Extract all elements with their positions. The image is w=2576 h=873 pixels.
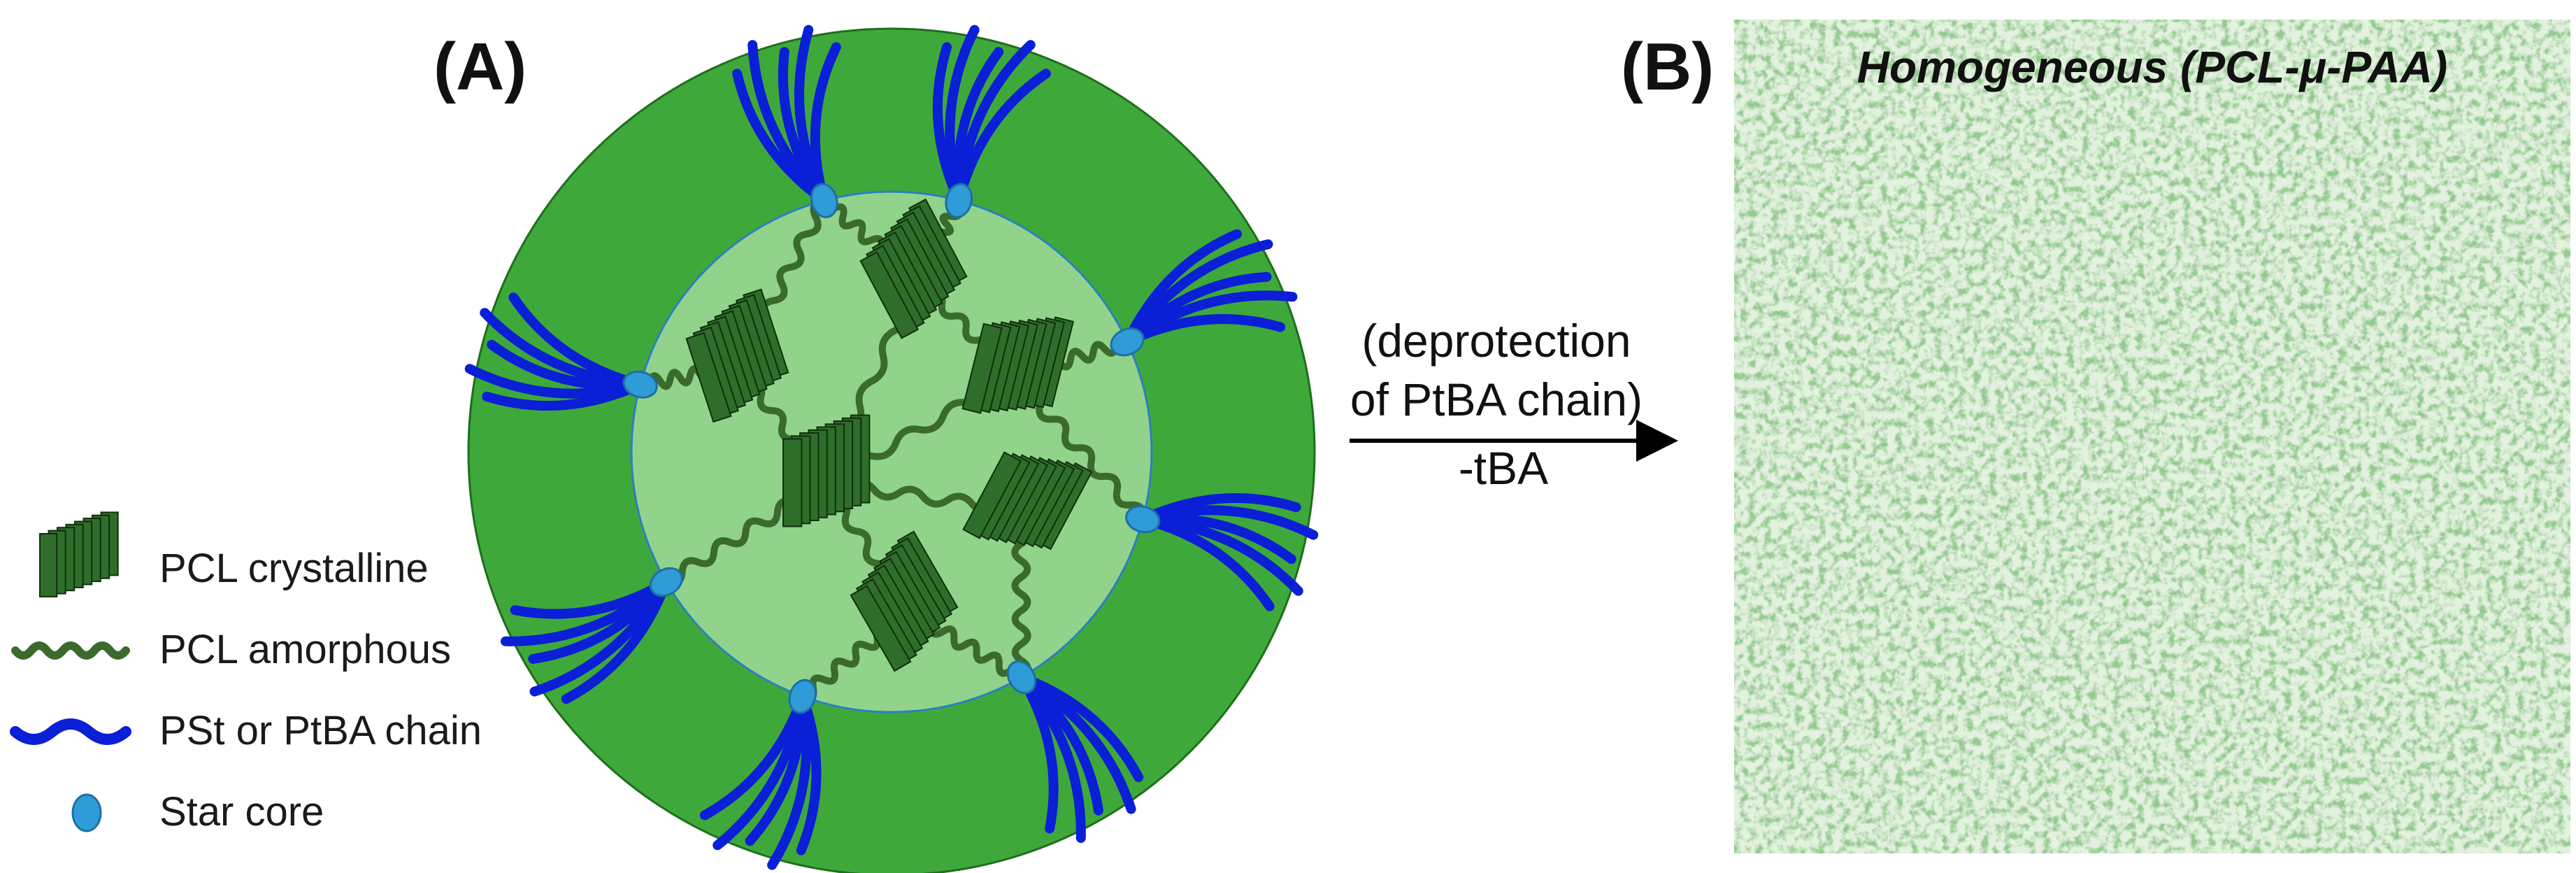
process-step: (deprotection of PtBA chain) -tBA (1350, 315, 1678, 494)
homogeneous-texture (1734, 20, 2570, 853)
wavy-chain-icon (11, 641, 130, 660)
crystal-lamella (961, 316, 1075, 414)
legend-item-amorphous: PCL amorphous (11, 627, 451, 672)
crystal-lamella-icon (39, 511, 119, 597)
crystal-lamella (859, 198, 968, 339)
arm-chain (1122, 314, 1286, 347)
micelle (464, 24, 1319, 873)
star-core (622, 370, 658, 399)
arm-chain (1017, 672, 1059, 834)
star-core (945, 183, 973, 218)
arm-chain (699, 691, 808, 821)
star-core (1006, 660, 1037, 695)
legend-label-core: Star core (159, 789, 324, 835)
wavy-chain-icon (10, 718, 131, 745)
crystal-lamella (39, 511, 119, 597)
legend-label-amorphous: PCL amorphous (159, 627, 451, 672)
arm-chain (508, 292, 645, 390)
crystal-lamella (685, 288, 789, 423)
ellipse-core-icon (71, 793, 102, 832)
panel-a-label: (A) (434, 29, 527, 104)
star-core (1110, 327, 1145, 357)
step-text-line3: -tBA (1459, 442, 1548, 494)
step-text-line1: (deprotection (1361, 315, 1631, 367)
crystal-lamella (962, 451, 1093, 551)
legend-label-crystalline: PCL crystalline (159, 546, 429, 591)
arm-chain (954, 69, 1051, 206)
crystal-lamella (850, 530, 959, 672)
legend-label-arm: PSt or PtBA chain (159, 708, 482, 753)
panel-b: Homogeneous (PCL-μ-PAA) (1734, 20, 2570, 853)
step-text-line2: of PtBA chain) (1350, 374, 1643, 425)
star-core (810, 183, 838, 218)
panel-b-label: (B) (1621, 29, 1715, 104)
legend-item-arm: PSt or PtBA chain (10, 708, 482, 753)
legend-item-core: Star core (71, 789, 324, 835)
star-core (1125, 505, 1161, 534)
arm-chain (510, 577, 671, 619)
legend: PCL crystalline PCL amorphous PSt or PtB… (10, 511, 482, 835)
star-core (788, 679, 817, 714)
arm-chain (810, 42, 841, 206)
star-core (649, 567, 683, 597)
crystal-lamella (782, 414, 871, 527)
arm-chain (1138, 514, 1275, 611)
legend-item-crystalline: PCL crystalline (39, 511, 429, 597)
star-cores (622, 183, 1161, 714)
crystals (685, 198, 1093, 672)
panel-b-title: Homogeneous (PCL-μ-PAA) (1857, 42, 2447, 92)
arms (464, 24, 1319, 870)
